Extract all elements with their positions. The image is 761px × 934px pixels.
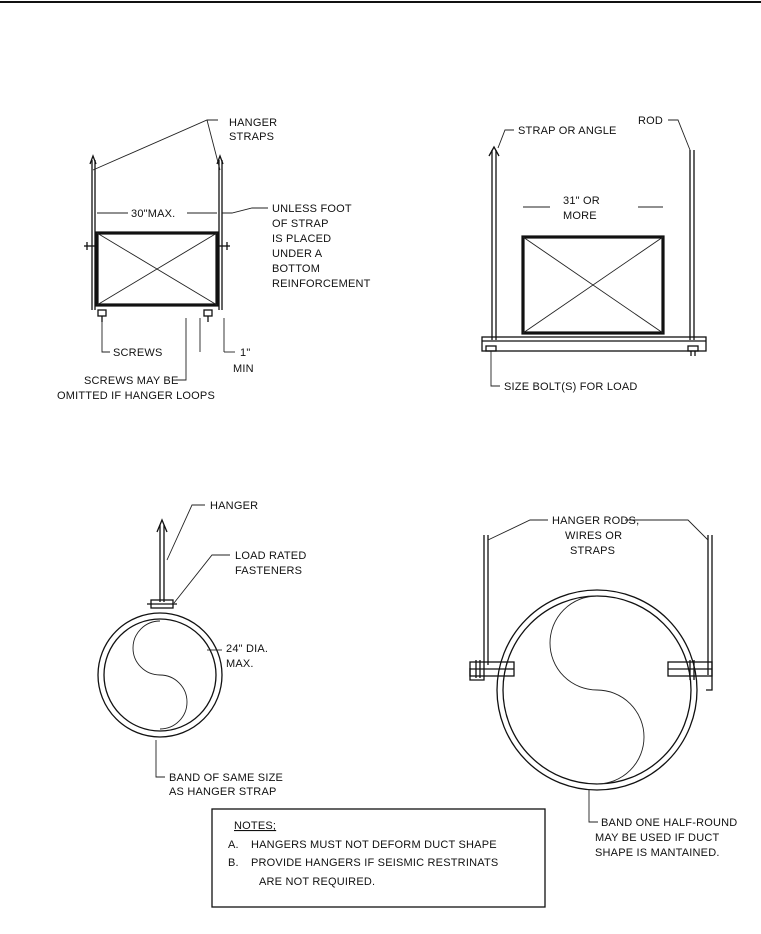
dia-label-2: MAX. bbox=[226, 658, 254, 670]
fasteners-label-1: LOAD RATED bbox=[235, 550, 306, 562]
unless-note-line: IS PLACED bbox=[272, 233, 331, 245]
band-label-1: BAND OF SAME SIZE bbox=[169, 772, 283, 784]
width-label-1: 31" OR bbox=[563, 195, 600, 207]
screws-note-line2: OMITTED IF HANGER LOOPS bbox=[57, 390, 215, 402]
round-duct-large bbox=[496, 589, 698, 791]
support-angle bbox=[481, 336, 707, 352]
screws-note-line1: SCREWS MAY BE bbox=[84, 375, 179, 387]
unless-note-line: REINFORCEMENT bbox=[272, 278, 371, 290]
rect-duct bbox=[95, 231, 219, 307]
max-width-label: 30"MAX. bbox=[131, 208, 175, 220]
rods-label-1: HANGER RODS, bbox=[552, 515, 639, 527]
detail-round-duct-large bbox=[469, 519, 713, 823]
note-b-continuation: ARE NOT REQUIRED. bbox=[259, 876, 375, 888]
note-b-key: B. bbox=[228, 857, 239, 869]
size-bolts-label: SIZE BOLT(S) FOR LOAD bbox=[504, 381, 638, 393]
rod-label: ROD bbox=[638, 115, 663, 127]
rods-label-3: STRAPS bbox=[570, 545, 615, 557]
note-a-key: A. bbox=[228, 839, 239, 851]
unless-note-line: BOTTOM bbox=[272, 263, 320, 275]
detail-rect-duct-30in bbox=[84, 119, 268, 381]
round-duct bbox=[97, 612, 223, 738]
large-band-label-1: BAND ONE HALF-ROUND bbox=[601, 817, 737, 829]
unless-note-line: OF STRAP bbox=[272, 218, 329, 230]
detail-round-duct-24in bbox=[97, 504, 230, 778]
hanger-straps-label: HANGER bbox=[229, 117, 277, 129]
detail-rect-duct-31in bbox=[481, 119, 707, 387]
note-a-text: HANGERS MUST NOT DEFORM DUCT SHAPE bbox=[251, 839, 497, 851]
one-inch-label: 1" bbox=[240, 347, 250, 359]
strap-or-angle-label: STRAP OR ANGLE bbox=[518, 125, 617, 137]
rect-duct-large bbox=[521, 235, 665, 335]
screws-label: SCREWS bbox=[113, 347, 162, 359]
unless-note-line: UNDER A bbox=[272, 248, 323, 260]
rods-label-2: WIRES OR bbox=[565, 530, 622, 542]
band-label-2: AS HANGER STRAP bbox=[169, 786, 277, 798]
large-band-label-2: MAY BE USED IF DUCT bbox=[595, 832, 719, 844]
min-label: MIN bbox=[233, 363, 254, 375]
large-band-label-3: SHAPE IS MANTAINED. bbox=[595, 847, 720, 859]
width-label-2: MORE bbox=[563, 210, 597, 222]
unless-note: UNLESS FOOT OF STRAP IS PLACED UNDER A BOTTO… bbox=[272, 203, 371, 290]
dia-label-1: 24" DIA. bbox=[226, 643, 268, 655]
fasteners-label-2: FASTENERS bbox=[235, 565, 302, 577]
hanger-label: HANGER bbox=[210, 500, 258, 512]
unless-note-line: UNLESS FOOT bbox=[272, 203, 352, 215]
hanger-straps-label-2: STRAPS bbox=[229, 131, 274, 143]
notes-heading: NOTES; bbox=[234, 820, 276, 832]
notes-box bbox=[211, 808, 546, 908]
note-b-text: PROVIDE HANGERS IF SEISMIC RESTRINATS bbox=[251, 857, 498, 869]
